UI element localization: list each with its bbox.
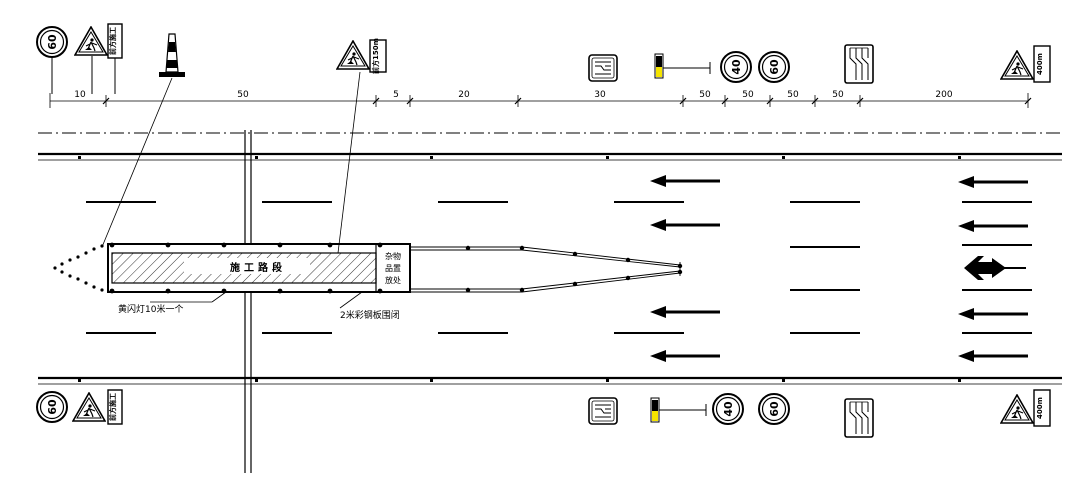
road-work-warning-sign-icon — [336, 40, 370, 70]
arrow-left-icon — [650, 175, 720, 187]
bottom-sign-group: 60 前方施工 40 60 400m — [36, 389, 1051, 438]
road-work-warning-sign-icon — [72, 392, 106, 422]
top-sign-group: 60 前方施工 前方150m 40 60 — [36, 23, 1051, 94]
flashing-light-icon — [650, 397, 707, 423]
lane-diagram-sign-icon — [588, 397, 618, 425]
lane-merge-sign-icon — [844, 398, 874, 438]
work-zone: 施工路段 杂物 品置 放处 — [53, 71, 683, 321]
storage-area-label: 品置 — [385, 264, 401, 273]
sign-plate-text: 前方施工 — [108, 27, 117, 55]
flash-light-note: 黄闪灯10米一个 — [118, 303, 183, 315]
lane-arrows — [650, 175, 1028, 362]
speed-limit-value: 40 — [722, 401, 735, 417]
flashing-light-icon — [654, 53, 711, 79]
lane-merge-sign-icon — [844, 44, 874, 84]
road-work-warning-sign-icon — [1000, 50, 1034, 80]
speed-limit-value: 60 — [46, 34, 59, 50]
dimension-label: 50 — [237, 90, 249, 100]
sign-plate-text: 前方施工 — [108, 393, 117, 421]
road-work-warning-sign-icon — [1000, 394, 1034, 424]
speed-limit-value: 60 — [46, 399, 59, 415]
speed-limit-value: 60 — [768, 401, 781, 417]
storage-area-label: 放处 — [385, 275, 401, 285]
dimension-label: 5 — [393, 90, 399, 100]
dimension-label: 50 — [787, 90, 799, 100]
dimension-label: 10 — [74, 90, 86, 100]
dimension-label: 200 — [935, 90, 952, 100]
sign-plate-text: 400m — [1036, 53, 1044, 75]
dimension-label: 20 — [458, 90, 470, 100]
lane-diagram-sign-icon — [588, 54, 618, 82]
storage-area-label: 杂物 — [385, 251, 401, 261]
arrow-left-icon — [958, 308, 1028, 320]
arrow-left-icon — [958, 176, 1028, 188]
sign-plate-text: 400m — [1036, 397, 1044, 419]
sign-plate — [107, 389, 123, 425]
dimension-line: 10 50 5 20 30 50 50 50 50 200 — [49, 90, 1032, 108]
speed-limit-value: 60 — [768, 59, 781, 75]
sign-plate — [369, 39, 387, 73]
flash-light-markers — [109, 242, 683, 294]
lane-merge-arrow-icon — [964, 256, 1026, 280]
sign-plate — [1033, 45, 1051, 83]
dimension-label: 50 — [742, 90, 754, 100]
sign-plate — [1033, 389, 1051, 427]
sign-plate-text: 前方150m — [371, 38, 380, 74]
road — [38, 130, 1062, 473]
dimension-label: 50 — [832, 90, 844, 100]
arrow-left-icon — [958, 350, 1028, 362]
fence-note: 2米彩钢板围闭 — [340, 309, 400, 321]
arrow-left-icon — [650, 219, 720, 231]
arrow-left-icon — [650, 350, 720, 362]
arrow-left-icon — [958, 220, 1028, 232]
arrow-left-icon — [650, 306, 720, 318]
dimension-label: 50 — [699, 90, 711, 100]
traffic-cone-icon — [159, 33, 185, 77]
dimension-label: 30 — [594, 90, 606, 100]
road-work-warning-sign-icon — [74, 26, 108, 56]
work-zone-label: 施工路段 — [230, 261, 286, 274]
speed-limit-value: 40 — [730, 59, 743, 75]
